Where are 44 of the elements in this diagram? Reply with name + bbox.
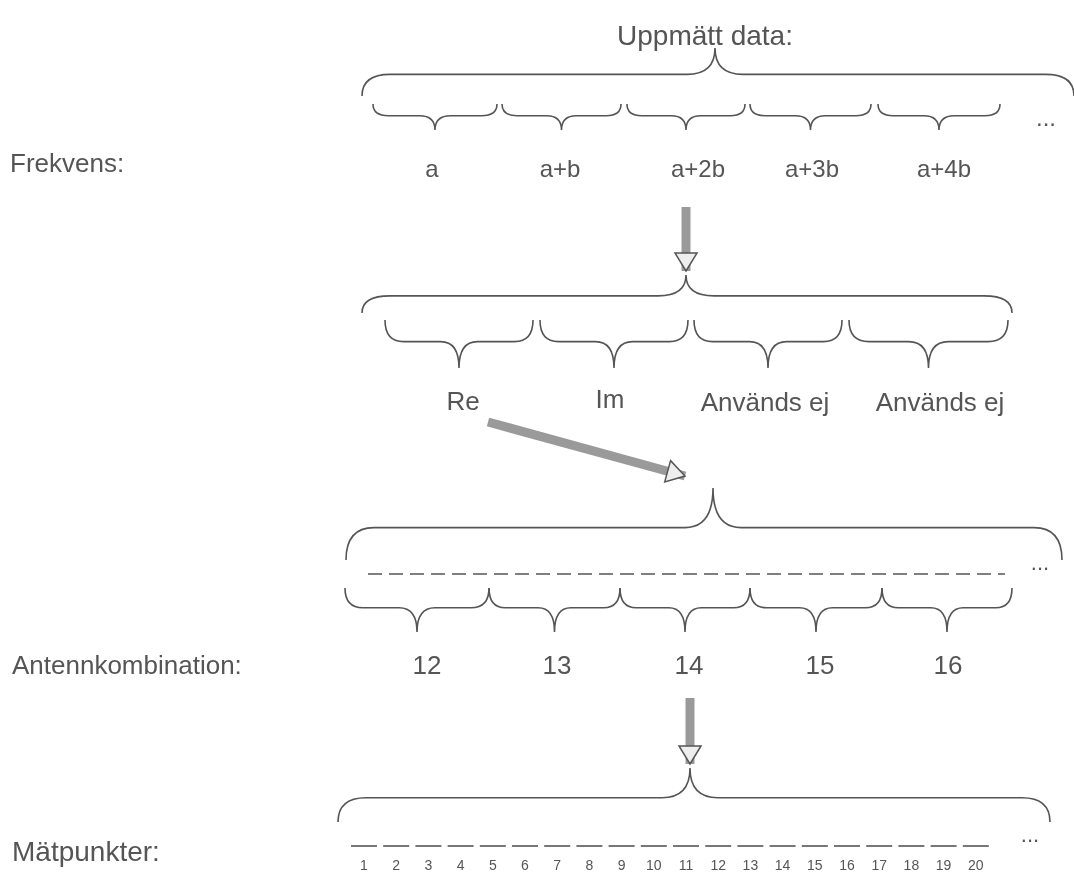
- index-label: 14: [774, 858, 791, 872]
- index-label: 12: [710, 858, 726, 872]
- index-label: 19: [935, 858, 952, 872]
- index-label: 6: [521, 858, 529, 872]
- value-label: 16: [933, 652, 963, 678]
- row-label: Antennkombination:: [12, 652, 242, 678]
- index-label: 1: [360, 858, 368, 872]
- block-arrow: [486, 417, 687, 483]
- index-label: 15: [807, 858, 823, 872]
- index-label: 16: [839, 858, 855, 872]
- index-label: 10: [646, 858, 662, 872]
- index-label: 5: [488, 858, 497, 872]
- row-label: Frekvens:: [10, 150, 125, 176]
- index-label: 11: [678, 858, 694, 872]
- value-label: 12: [412, 652, 442, 678]
- value-label: a+b: [539, 157, 581, 181]
- index-label: 13: [742, 858, 759, 872]
- index-label: 17: [871, 858, 887, 872]
- block-arrow: [678, 698, 702, 765]
- ellipsis: ...: [1030, 552, 1050, 574]
- segment-label: Används ej: [700, 389, 830, 415]
- ellipsis: ...: [1036, 106, 1056, 130]
- value-label: a+2b: [670, 157, 726, 181]
- segment-label: Re: [438, 386, 488, 416]
- value-label: a+3b: [784, 157, 840, 181]
- value-label: a+4b: [916, 157, 972, 181]
- block-arrow: [674, 207, 698, 272]
- value-label: 13: [542, 652, 572, 678]
- value-label: 14: [674, 652, 704, 678]
- index-label: 7: [553, 858, 562, 872]
- index-label: 18: [903, 858, 920, 872]
- row-label: Mätpunkter:: [12, 838, 160, 866]
- ellipsis: ...: [1020, 824, 1040, 846]
- index-label: 8: [585, 858, 594, 872]
- segment-label: Im: [595, 386, 625, 412]
- index-label: 4: [456, 858, 465, 872]
- value-label: 15: [805, 652, 835, 678]
- index-label: 3: [424, 858, 433, 872]
- index-label: 2: [392, 858, 401, 872]
- value-label: a: [425, 157, 439, 181]
- index-label: 20: [968, 858, 984, 872]
- heading: Uppmätt data:: [617, 22, 793, 50]
- index-label: 9: [617, 858, 626, 872]
- segment-label: Används ej: [875, 389, 1005, 415]
